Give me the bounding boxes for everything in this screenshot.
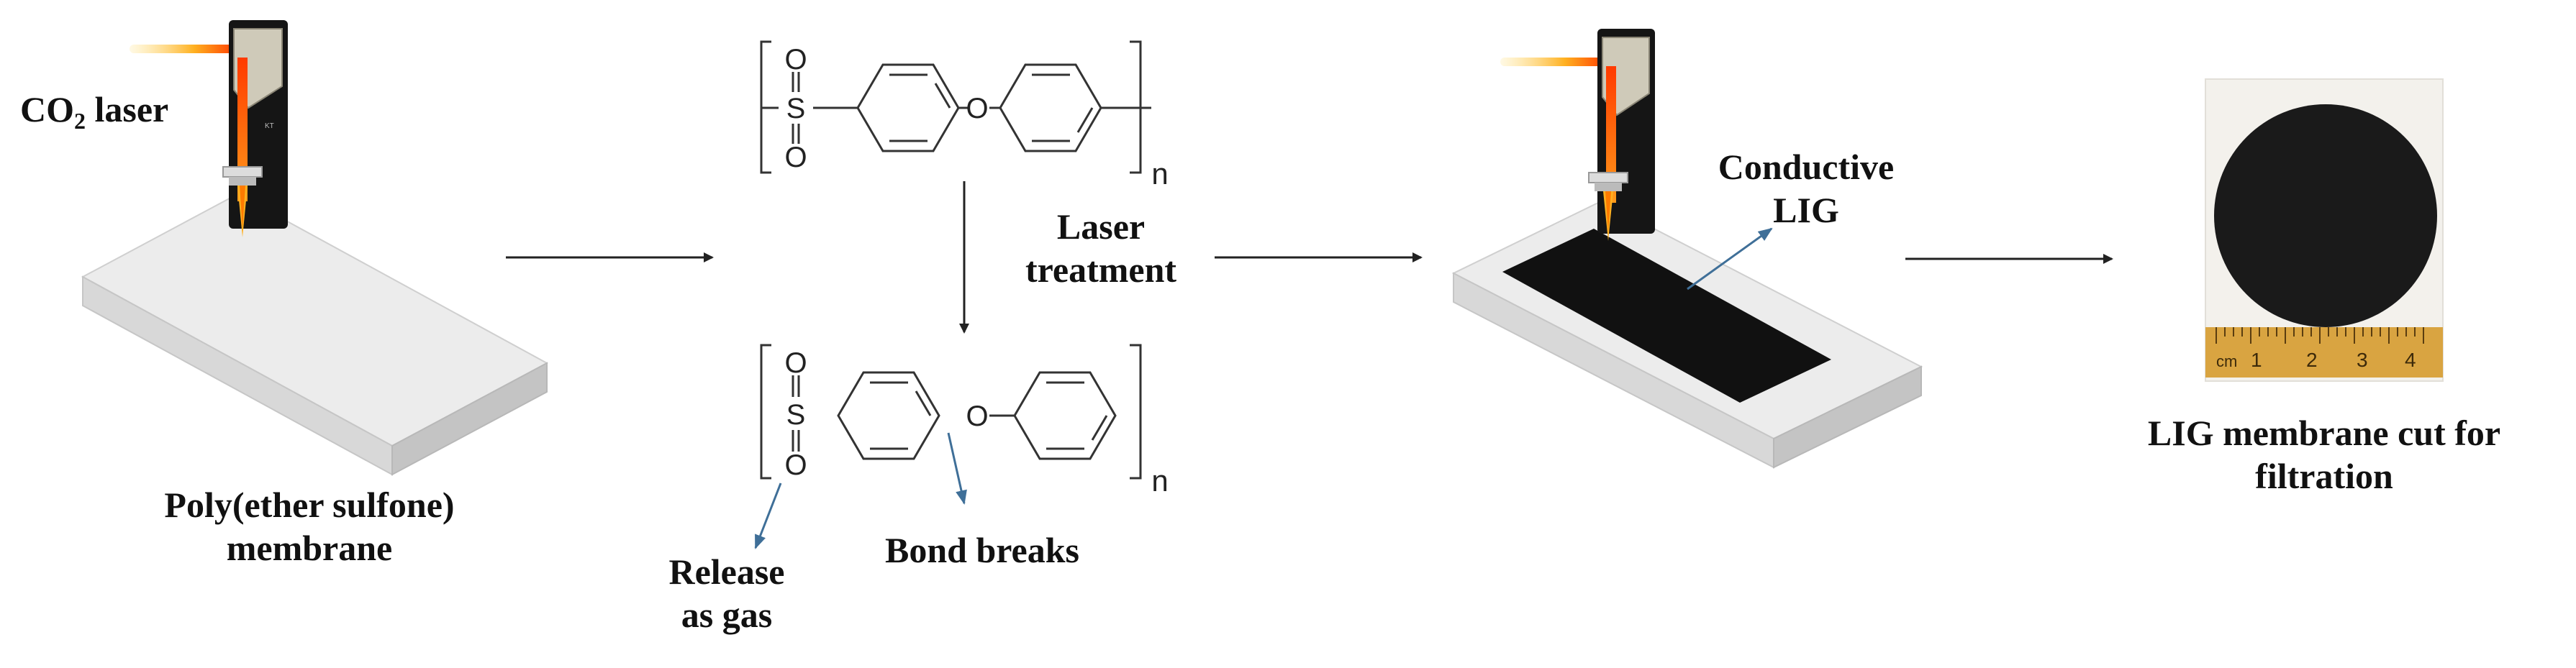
co2-laser-device: KT xyxy=(130,20,288,237)
laser-treatment-line1: Laser xyxy=(1056,206,1146,247)
pes-membrane-label: Poly(ether sulfone) membrane xyxy=(108,483,511,569)
repeat-n-top: n xyxy=(1151,157,1168,191)
lig-membrane-photo: cm 1 2 3 4 xyxy=(2205,78,2444,382)
degraded-structure xyxy=(760,344,1142,480)
pes-repeat-unit xyxy=(760,40,1151,174)
atom-o-bottom-1: O xyxy=(784,347,807,379)
conductive-pointer-arrow xyxy=(1687,227,1773,290)
co2-laser-label: CO2 laser xyxy=(20,89,169,134)
ruler-tick-4: 4 xyxy=(2405,349,2416,371)
laser-device-2 xyxy=(1500,29,1655,241)
conductive-lig-label: Conductive LIG xyxy=(1698,145,1914,232)
conductive-lig-line2: LIG xyxy=(1773,190,1839,230)
release-gas-line2: as gas xyxy=(681,595,773,635)
atom-o-top-2: O xyxy=(784,142,807,173)
atom-s-bottom: S xyxy=(786,399,806,431)
release-gas-line1: Release xyxy=(668,552,785,592)
pes-membrane-slab xyxy=(81,193,549,476)
lig-membrane-slab xyxy=(1451,200,1923,469)
ruler-tick-2: 2 xyxy=(2306,349,2318,371)
ruler xyxy=(2205,327,2443,378)
lig-disc xyxy=(2214,104,2437,327)
lig-cut-label: LIG membrane cut for filtration xyxy=(2101,411,2547,498)
laser-input-beam xyxy=(130,45,237,53)
pes-membrane-label-line1: Poly(ether sulfone) xyxy=(164,485,455,525)
ruler-tick-3: 3 xyxy=(2357,349,2368,371)
atom-o-top-1: O xyxy=(784,44,807,76)
lig-pattern xyxy=(1502,229,1831,403)
release-pointer-arrow xyxy=(754,482,782,549)
atom-s-top: S xyxy=(786,93,806,124)
bond-break-pointer-arrow xyxy=(947,432,967,505)
repeat-n-bottom: n xyxy=(1151,464,1168,498)
lig-cut-line1: LIG membrane cut for xyxy=(2147,413,2501,453)
lig-cut-line2: filtration xyxy=(2255,456,2393,496)
conductive-lig-line1: Conductive xyxy=(1718,147,1895,187)
svg-text:KT: KT xyxy=(265,122,274,130)
ruler-tick-cm: cm xyxy=(2216,352,2237,370)
atom-o-bottom-2: O xyxy=(784,449,807,481)
laser-treatment-line2: treatment xyxy=(1025,250,1177,290)
ruler-tick-1: 1 xyxy=(2251,349,2262,371)
atom-o-ether-top: O xyxy=(966,93,988,124)
pes-membrane-label-line2: membrane xyxy=(226,528,393,568)
bond-breaks-label: Bond breaks xyxy=(884,530,1080,570)
atom-o-ether-bottom: O xyxy=(966,401,988,432)
release-gas-label: Release as gas xyxy=(633,550,820,636)
laser-treatment-label: Laser treatment xyxy=(993,205,1209,291)
